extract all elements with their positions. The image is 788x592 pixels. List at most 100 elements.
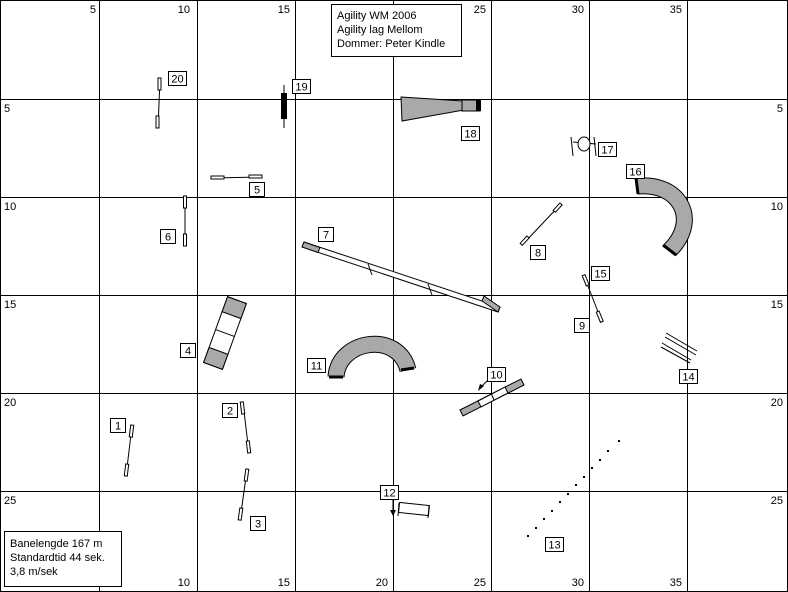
weave-pole [583,476,585,478]
long-jump-element [660,346,691,364]
scale-label-bottom: 35 [670,577,682,589]
left-scale: 5 10 15 20 25 [4,103,16,507]
number-text: 12 [383,488,395,500]
jump-wing [128,424,135,438]
table-edge [427,505,430,519]
jump-wing [248,174,263,179]
chute-opening [476,100,481,111]
weave-pole [543,518,545,520]
number-box [249,182,265,197]
scale-label-bottom: 30 [572,577,584,589]
jump-bar [524,205,560,243]
jump-wing [183,233,187,247]
number-label: 7 [318,227,334,242]
number-box [679,369,698,384]
obstacle-jump [239,401,252,454]
number-text: 19 [295,82,307,94]
dog-walk-contact [481,295,501,313]
obstacle-tyre [570,136,597,157]
jump-wing [237,507,244,521]
tunnel-exit [400,366,415,372]
a-frame-contact [202,346,229,370]
scale-label-left: 15 [4,299,16,311]
number-box [626,164,645,179]
obstacle-tunnel [634,177,693,257]
number-text: 7 [323,230,329,242]
a-frame-apex [215,329,235,337]
tunnel-exit [662,243,677,257]
number-label: 4 [180,343,196,358]
a-frame-contact [221,296,248,320]
obstacle-dog-walk [301,241,501,313]
number-label: 17 [598,142,617,157]
scale-label-bottom: 25 [474,577,486,589]
number-label: 9 [574,318,590,333]
scale-label-left: 25 [4,495,16,507]
number-box [250,516,266,531]
obstacle-jump [123,424,135,477]
jump-wing [552,202,563,214]
header-judge: Dommer: Peter Kindle [337,38,445,50]
number-box [292,79,311,94]
number-label: 3 [250,516,266,531]
number-label: 19 [292,79,311,94]
weave-pole [607,450,609,452]
number-text: 15 [594,269,606,281]
number-text: 9 [579,321,585,333]
jump-wing [519,235,530,247]
scale-label-top: 25 [474,4,486,16]
tyre-leg [570,136,574,157]
jump-wing [157,77,162,91]
obstacle-a-frame [202,296,248,370]
jump-wing [245,440,252,454]
weave-pole [575,484,577,486]
header-class: Agility lag Mellom [337,24,423,36]
tyre-ring [577,136,591,152]
obstacle-seesaw [459,378,525,417]
obstacle-jump [581,273,604,323]
number-label: 5 [249,182,265,197]
number-text: 10 [490,370,502,382]
obstacle-tunnel [327,335,417,379]
scale-label-right: 25 [771,495,783,507]
obstacle-number-labels: 1 2 3 4 5 6 7 8 [110,71,698,552]
dog-walk-slat [367,263,373,276]
seesaw-pivot [490,392,495,401]
obstacle-wall [281,85,287,128]
speed: 3,8 m/sek [10,566,58,578]
number-box [598,142,617,157]
number-box [318,227,334,242]
table-edge [397,502,400,517]
number-text: 16 [629,167,641,179]
jump-wing [210,175,225,180]
number-text: 8 [535,248,541,260]
jump-wing [183,195,187,209]
number-text: 18 [464,129,476,141]
weave-pole [599,459,601,461]
scale-label-top: 30 [572,4,584,16]
obstacle-table [390,500,430,519]
long-jump-element [665,332,698,352]
number-label: 6 [160,229,176,244]
obstacle-jump [237,468,250,521]
number-text: 1 [115,421,121,433]
jump-wing [239,401,246,415]
long-jump-element [664,336,697,356]
number-label: 13 [545,537,564,552]
number-box [530,245,546,260]
jump-wing [155,115,160,129]
number-box [180,343,196,358]
number-label: 15 [591,266,610,281]
number-box [574,318,590,333]
number-text: 13 [548,540,560,552]
long-jump-element [661,342,692,361]
number-label: 12 [380,485,399,500]
scale-label-right: 15 [771,299,783,311]
number-label: 16 [626,164,645,179]
obstacle-jump [519,202,563,247]
scale-label-right: 20 [771,397,783,409]
dog-walk-slat [427,283,433,296]
number-text: 6 [165,232,171,244]
